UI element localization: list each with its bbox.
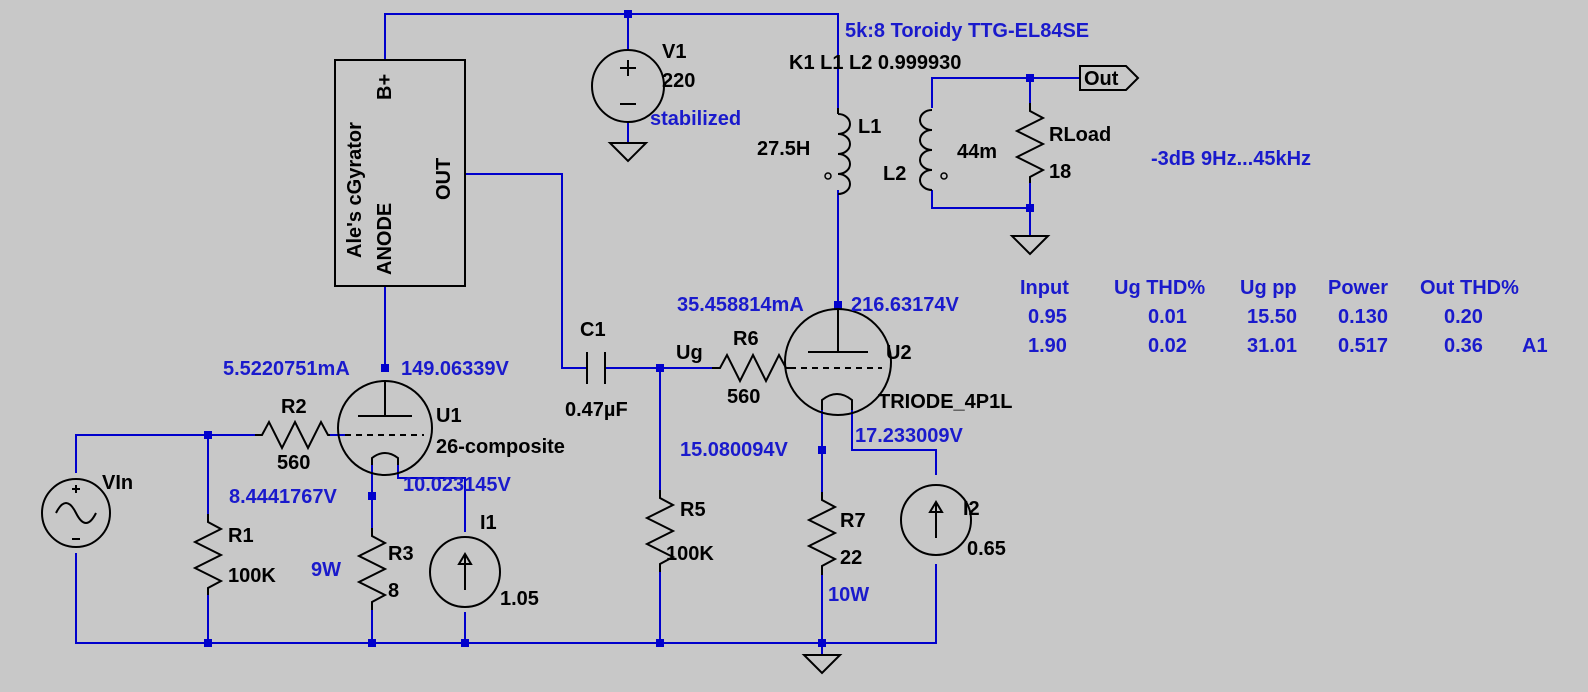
u2-cathode-voltage: 15.080094V bbox=[680, 439, 789, 461]
u2-model: TRIODE_4P1L bbox=[878, 391, 1012, 413]
table-cell: 0.01 bbox=[1148, 306, 1187, 328]
gyrator-bplus-pin: B+ bbox=[374, 74, 396, 100]
r3-resistor bbox=[356, 528, 388, 610]
gyrator-title: Ale's cGyrator bbox=[344, 122, 366, 258]
u1-name: U1 bbox=[436, 405, 462, 427]
table-cell: 0.36 bbox=[1444, 335, 1483, 357]
r2-name: R2 bbox=[281, 396, 307, 418]
r6-resistor bbox=[712, 352, 790, 384]
u2-filament-voltage: 17.233009V bbox=[855, 425, 964, 447]
table-header: Power bbox=[1328, 277, 1388, 299]
labels: 5k:8 Toroidy TTG-EL84SE K1 L1 L2 0.99993… bbox=[102, 20, 1311, 610]
ug-node-label: Ug bbox=[676, 342, 703, 364]
vin-name: VIn bbox=[102, 472, 133, 494]
r6-name: R6 bbox=[733, 328, 759, 350]
l2-inductor bbox=[919, 109, 948, 191]
c1-value: 0.47µF bbox=[565, 399, 628, 421]
v1-source bbox=[591, 49, 665, 123]
r3-value: 8 bbox=[388, 580, 399, 602]
u1-cathode-voltage: 8.4441767V bbox=[229, 486, 338, 508]
c1-name: C1 bbox=[580, 319, 606, 341]
l2-value: 44m bbox=[957, 141, 997, 163]
r6-value: 560 bbox=[727, 386, 760, 408]
u2-anode-voltage: 216.63174V bbox=[851, 294, 960, 316]
r1-name: R1 bbox=[228, 525, 254, 547]
r1-resistor bbox=[192, 514, 224, 595]
table-cell: A1 bbox=[1522, 335, 1548, 357]
i1-source bbox=[429, 536, 501, 608]
r3-name: R3 bbox=[388, 543, 414, 565]
table-header: Ug pp bbox=[1240, 277, 1297, 299]
c1-capacitor bbox=[586, 352, 606, 384]
bandwidth-note: -3dB 9Hz...45kHz bbox=[1151, 148, 1311, 170]
u1-anode-voltage: 149.06339V bbox=[401, 358, 510, 380]
v1-name: V1 bbox=[662, 41, 686, 63]
r3-power: 9W bbox=[311, 559, 341, 581]
table-cell: 1.90 bbox=[1028, 335, 1067, 357]
table-cell: 31.01 bbox=[1247, 335, 1297, 357]
table-cell: 0.517 bbox=[1338, 335, 1388, 357]
out-port-label: Out bbox=[1084, 68, 1119, 90]
r2-value: 560 bbox=[277, 452, 310, 474]
u1-triode bbox=[337, 380, 433, 476]
measurement-table: Input Ug THD% Ug pp Power Out THD% 0.95 … bbox=[1020, 277, 1548, 357]
out-port: Out bbox=[1079, 65, 1140, 91]
transformer-desc: 5k:8 Toroidy TTG-EL84SE bbox=[845, 20, 1089, 42]
i2-value: 0.65 bbox=[967, 538, 1006, 560]
junction-dots bbox=[204, 10, 1034, 647]
u1-model: 26-composite bbox=[436, 436, 565, 458]
r7-value: 22 bbox=[840, 547, 862, 569]
u2-triode bbox=[784, 308, 892, 416]
r2-resistor bbox=[255, 419, 330, 451]
vin-source bbox=[41, 478, 111, 548]
l1-inductor bbox=[824, 108, 851, 195]
coupling-statement: K1 L1 L2 0.999930 bbox=[789, 52, 961, 74]
table-cell: 0.130 bbox=[1338, 306, 1388, 328]
i2-name: I2 bbox=[963, 498, 980, 520]
u2-current: 35.458814mA bbox=[677, 294, 804, 316]
v1-value: 220 bbox=[662, 70, 695, 92]
r7-resistor bbox=[806, 492, 838, 575]
v1-note: stabilized bbox=[650, 108, 741, 130]
table-cell: 15.50 bbox=[1247, 306, 1297, 328]
table-header: Out THD% bbox=[1420, 277, 1519, 299]
rload-name: RLoad bbox=[1049, 124, 1111, 146]
l1-value: 27.5H bbox=[757, 138, 810, 160]
gyrator-out-pin: OUT bbox=[433, 158, 455, 200]
r5-name: R5 bbox=[680, 499, 706, 521]
r5-resistor bbox=[644, 490, 676, 572]
u1-filament-voltage: 10.023145V bbox=[403, 474, 512, 496]
table-cell: 0.20 bbox=[1444, 306, 1483, 328]
u2-name: U2 bbox=[886, 342, 912, 364]
r1-value: 100K bbox=[228, 565, 276, 587]
table-cell: 0.02 bbox=[1148, 335, 1187, 357]
gyrator-anode-pin: ANODE bbox=[374, 203, 396, 275]
r7-name: R7 bbox=[840, 510, 866, 532]
i1-value: 1.05 bbox=[500, 588, 539, 610]
rload-resistor bbox=[1014, 103, 1046, 183]
table-header: Input bbox=[1020, 277, 1069, 299]
r7-power: 10W bbox=[828, 584, 869, 606]
i2-source bbox=[900, 484, 972, 556]
i1-name: I1 bbox=[480, 512, 497, 534]
l1-name: L1 bbox=[858, 116, 881, 138]
u1-current: 5.5220751mA bbox=[223, 358, 350, 380]
table-header: Ug THD% bbox=[1114, 277, 1205, 299]
l2-name: L2 bbox=[883, 163, 906, 185]
gyrator-block: Ale's cGyrator ANODE B+ OUT bbox=[334, 59, 466, 287]
r5-value: 100K bbox=[666, 543, 714, 565]
rload-value: 18 bbox=[1049, 161, 1071, 183]
table-cell: 0.95 bbox=[1028, 306, 1067, 328]
ground-symbols bbox=[607, 142, 1051, 675]
